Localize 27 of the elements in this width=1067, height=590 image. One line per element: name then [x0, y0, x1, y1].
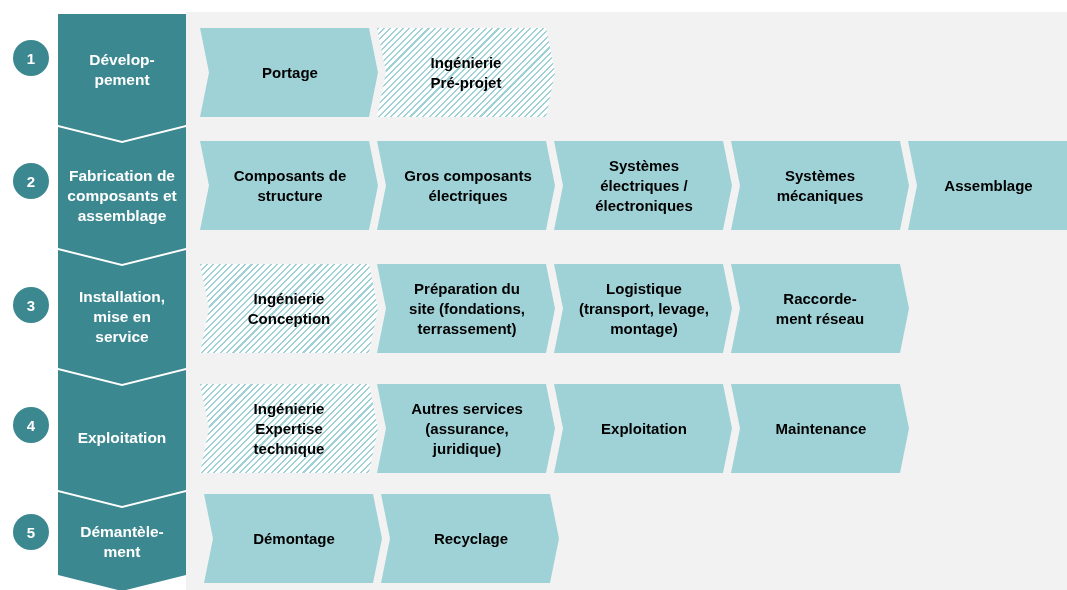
value-chain-step: Maintenance	[731, 384, 909, 473]
phase-label: Exploitation	[58, 386, 186, 490]
value-chain-step: Systèmes électriques / électroniques	[554, 141, 732, 230]
phase-label: Fabrication de composants et assemblage	[58, 143, 186, 248]
value-chain-step: Assemblage	[908, 141, 1067, 230]
value-chain-step: Préparation du site (fondations, terrassement)	[377, 264, 555, 353]
value-chain-step: Portage	[200, 28, 378, 117]
value-chain-step: Autres services (assurance, juridique)	[377, 384, 555, 473]
step-number-badge: 4	[13, 407, 49, 443]
hatched-value-chain-step: Ingénierie Pré-projet	[377, 28, 555, 117]
value-chain-step: Recyclage	[381, 494, 559, 583]
phase-label: Démantèle- ment	[58, 508, 186, 575]
value-chain-step: Systèmes mécaniques	[731, 141, 909, 230]
step-number-badge: 5	[13, 514, 49, 550]
hatched-value-chain-step: Ingénierie Expertise technique	[200, 384, 378, 473]
value-chain-step: Raccorde- ment réseau	[731, 264, 909, 353]
phase-label: Installation, mise en service	[58, 266, 186, 368]
step-number-badge: 1	[13, 40, 49, 76]
value-chain-step: Exploitation	[554, 384, 732, 473]
step-number-badge: 3	[13, 287, 49, 323]
hatched-value-chain-step: Ingénierie Conception	[200, 264, 378, 353]
value-chain-step: Démontage	[204, 494, 382, 583]
value-chain-step: Composants de structure	[200, 141, 378, 230]
phase-label: Dévelop- pement	[58, 14, 186, 125]
value-chain-step: Gros composants électriques	[377, 141, 555, 230]
step-number-badge: 2	[13, 163, 49, 199]
value-chain-step: Logistique (transport, levage, montage)	[554, 264, 732, 353]
